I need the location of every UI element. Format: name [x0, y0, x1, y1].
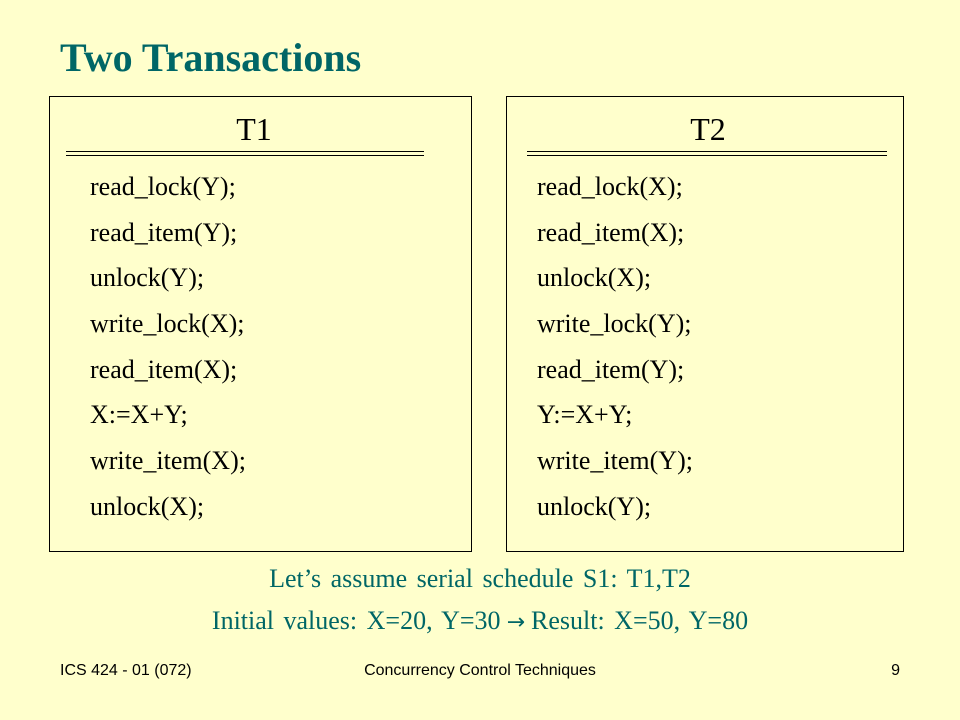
operation-line: Y:=X+Y;	[537, 400, 633, 430]
operation-line: read_item(Y);	[537, 354, 685, 384]
operation-list-t1: read_lock(Y); read_item(Y); unlock(Y); w…	[90, 171, 246, 537]
slide-title: Two Transactions	[60, 35, 362, 80]
operation-list-t2: read_lock(X); read_item(X); unlock(X); w…	[537, 171, 693, 537]
operation-line: read_item(X);	[90, 354, 238, 384]
operation-line: unlock(X);	[90, 491, 205, 521]
operation-line: read_lock(X);	[537, 172, 683, 201]
footer-topic: Concurrency Control Techniques	[364, 662, 596, 679]
operation-line: write_lock(X);	[90, 309, 245, 339]
transaction-header-t1: T1	[236, 111, 272, 147]
operation-line: read_lock(Y);	[90, 172, 236, 201]
footer-page-number: 9	[891, 662, 900, 679]
result-caption: Initial values: X=20, Y=30→Result: X=50,…	[0, 608, 960, 634]
schedule-caption: Let’s assume serial schedule S1: T1,T2	[269, 564, 691, 593]
header-double-rule	[527, 151, 887, 156]
operation-line: read_item(X);	[537, 217, 685, 247]
operation-line: read_item(Y);	[90, 217, 238, 247]
operation-line: write_item(X);	[90, 446, 246, 476]
operation-line: write_item(Y);	[537, 446, 693, 476]
operation-line: X:=X+Y;	[90, 400, 188, 430]
operation-line: unlock(Y);	[537, 491, 652, 521]
transaction-box-t1: T1 read_lock(Y); read_item(Y); unlock(Y)…	[49, 96, 472, 552]
operation-line: unlock(X);	[537, 263, 652, 293]
initial-values-text: Initial values: X=20, Y=30	[211, 606, 501, 635]
footer-course: ICS 424 - 01 (072)	[60, 662, 192, 679]
right-arrow-icon: →	[506, 610, 525, 635]
transaction-box-t2: T2 read_lock(X); read_item(X); unlock(X)…	[506, 96, 904, 552]
operation-line: unlock(Y);	[90, 263, 205, 293]
transaction-header-t2: T2	[690, 111, 726, 147]
header-double-rule	[66, 151, 424, 156]
result-values-text: Result: X=50, Y=80	[531, 606, 749, 635]
operation-line: write_lock(Y);	[537, 309, 692, 339]
